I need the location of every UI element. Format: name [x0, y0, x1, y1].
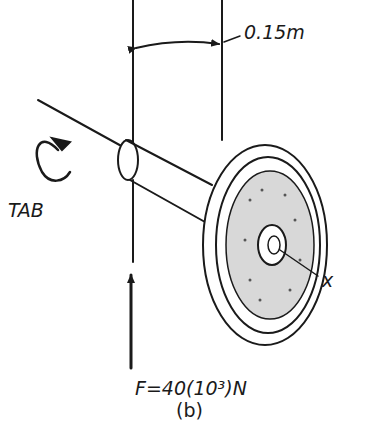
dimension-label: 0.15m: [244, 22, 305, 43]
figure-caption: (b): [176, 400, 203, 421]
force-label: F=40(10³)N: [135, 378, 247, 399]
torque-label: TAB: [8, 200, 44, 221]
axis-label: x: [322, 270, 333, 291]
